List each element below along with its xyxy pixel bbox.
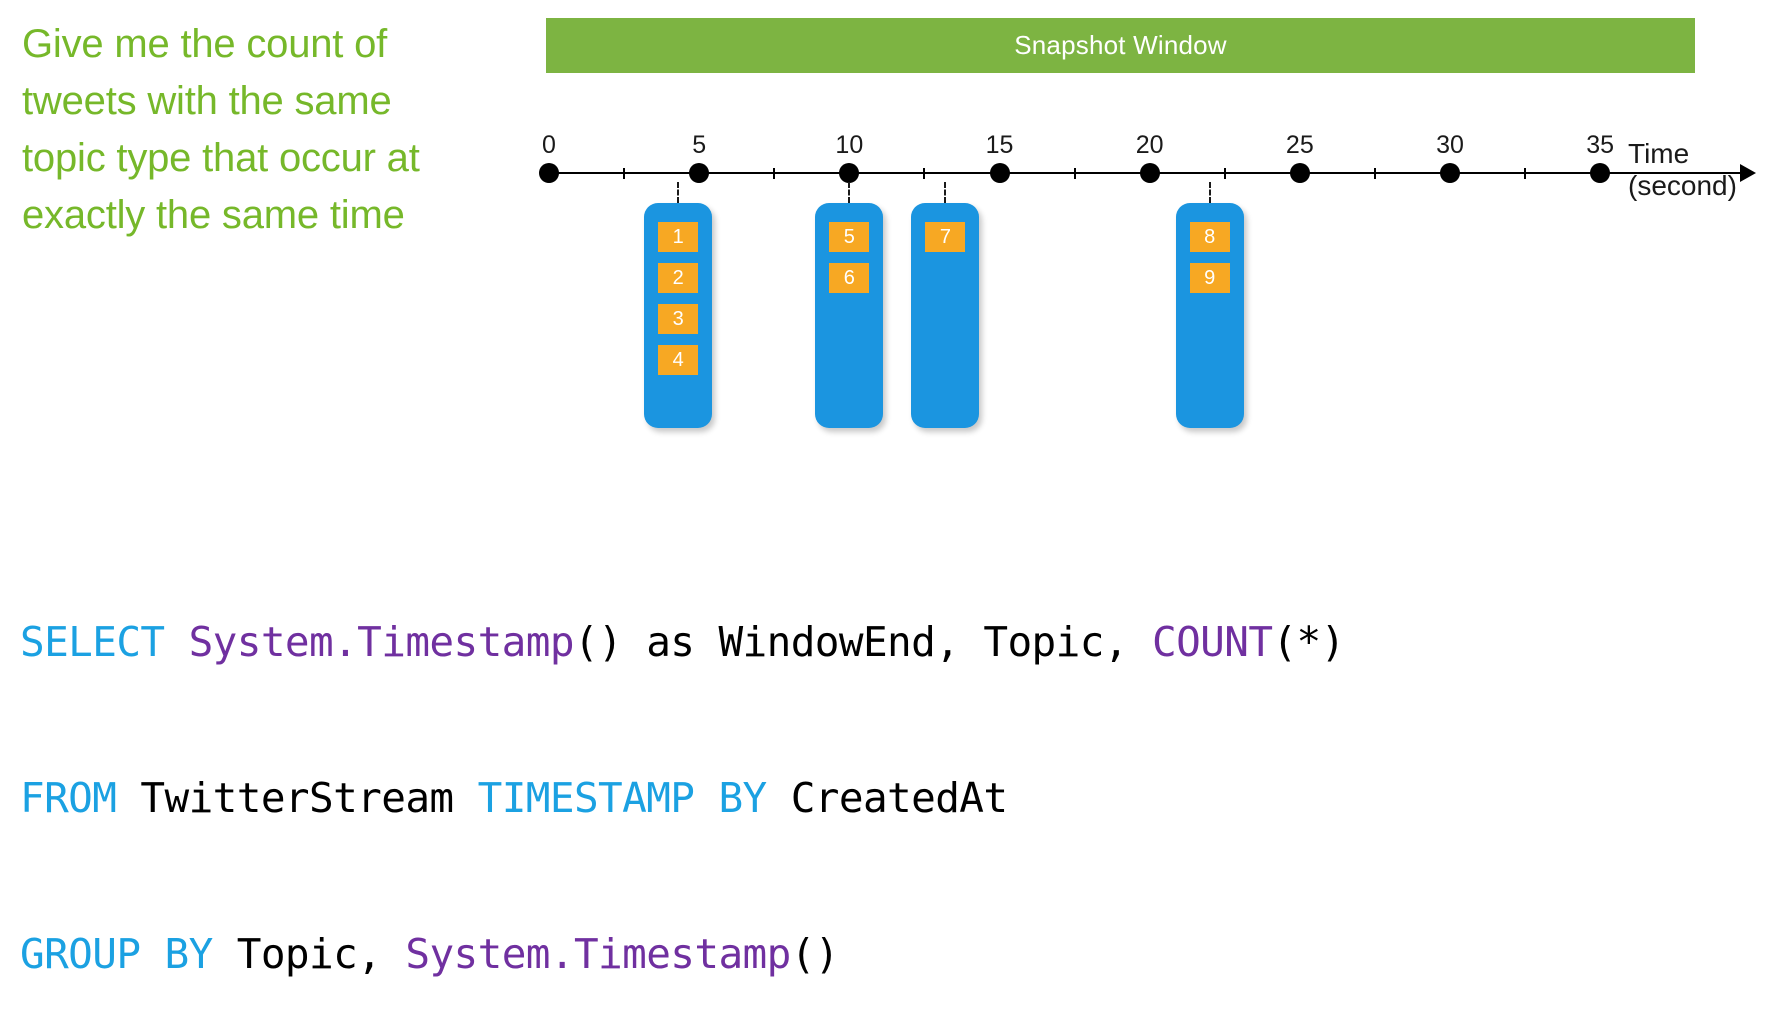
event-group-group-at-13: 7 (911, 203, 980, 428)
sql-token: FROM (20, 774, 141, 822)
sql-token: TIMESTAMP BY (477, 774, 791, 822)
axis-tick-label-35: 35 (1586, 131, 1615, 159)
sql-token: COUNT (1151, 618, 1273, 666)
sql-token: (*) (1272, 618, 1345, 666)
axis-tick-dot-30 (1440, 163, 1460, 183)
sql-token: Topic, (236, 930, 406, 978)
axis-minor-tick (923, 168, 926, 179)
axis-tick-dot-5 (689, 163, 710, 183)
axis-tick-dot-35 (1590, 163, 1611, 183)
sql-token: () as WindowEnd, Topic, (573, 618, 1152, 666)
sql-query-block: SELECT System.Timestamp() as WindowEnd, … (20, 512, 1345, 1032)
time-axis-title-text: Time (1628, 138, 1690, 169)
sql-token: System.Timestamp (188, 618, 575, 666)
time-axis-arrow-icon (1740, 164, 1756, 182)
axis-minor-tick (1524, 168, 1527, 179)
sql-line-3: GROUP BY Topic, System.Timestamp() (20, 928, 1345, 980)
axis-tick-dot-20 (1139, 163, 1160, 183)
sql-token: SELECT (20, 618, 189, 666)
question-prompt: Give me the count of tweets with the sam… (22, 22, 420, 237)
sql-token: CreatedAt (790, 774, 1008, 822)
axis-minor-tick (773, 168, 776, 179)
event-tile-2: 2 (658, 263, 699, 293)
event-tile-9: 9 (1189, 263, 1230, 293)
event-tile-1: 1 (658, 222, 699, 252)
snapshot-window-bar: Snapshot Window (546, 18, 1695, 73)
axis-tick-label-5: 5 (692, 131, 707, 159)
axis-minor-tick (1373, 168, 1376, 179)
axis-tick-dot-15 (989, 163, 1010, 183)
axis-tick-label-0: 0 (542, 131, 556, 159)
axis-minor-tick (623, 168, 626, 179)
axis-tick-dot-0 (539, 163, 559, 183)
event-tile-8: 8 (1189, 222, 1230, 252)
snapshot-window-label: Snapshot Window (1014, 30, 1227, 60)
axis-tick-label-10: 10 (835, 131, 864, 159)
event-tile-6: 6 (829, 263, 870, 293)
sql-token: GROUP BY (20, 930, 237, 978)
event-tile-3: 3 (658, 304, 699, 334)
axis-tick-label-30: 30 (1436, 131, 1464, 159)
event-tile-7: 7 (925, 222, 966, 252)
time-axis-title: Time (second) (1628, 138, 1737, 202)
event-connector-line (848, 182, 851, 203)
axis-minor-tick (1073, 168, 1076, 179)
event-group-group-at-4: 1 2 3 4 (644, 203, 713, 428)
axis-tick-dot-10 (839, 163, 860, 183)
sql-token: () (790, 930, 840, 978)
axis-tick-label-15: 15 (985, 131, 1014, 159)
axis-tick-dot-25 (1289, 163, 1310, 183)
axis-tick-label-25: 25 (1285, 131, 1314, 159)
axis-minor-tick (1223, 168, 1226, 179)
event-tile-4: 4 (658, 345, 699, 375)
sql-line-1: SELECT System.Timestamp() as WindowEnd, … (20, 616, 1345, 668)
event-connector-line (944, 182, 947, 203)
sql-token: TwitterStream (140, 774, 478, 822)
axis-tick-label-20: 20 (1135, 131, 1164, 159)
sql-token: System.Timestamp (405, 930, 791, 978)
event-tile-5: 5 (829, 222, 870, 252)
sql-line-2: FROM TwitterStream TIMESTAMP BY CreatedA… (20, 772, 1345, 824)
event-connector-line (677, 182, 680, 203)
time-axis-unit-text: (second) (1628, 170, 1737, 201)
event-connector-line (1208, 182, 1211, 203)
